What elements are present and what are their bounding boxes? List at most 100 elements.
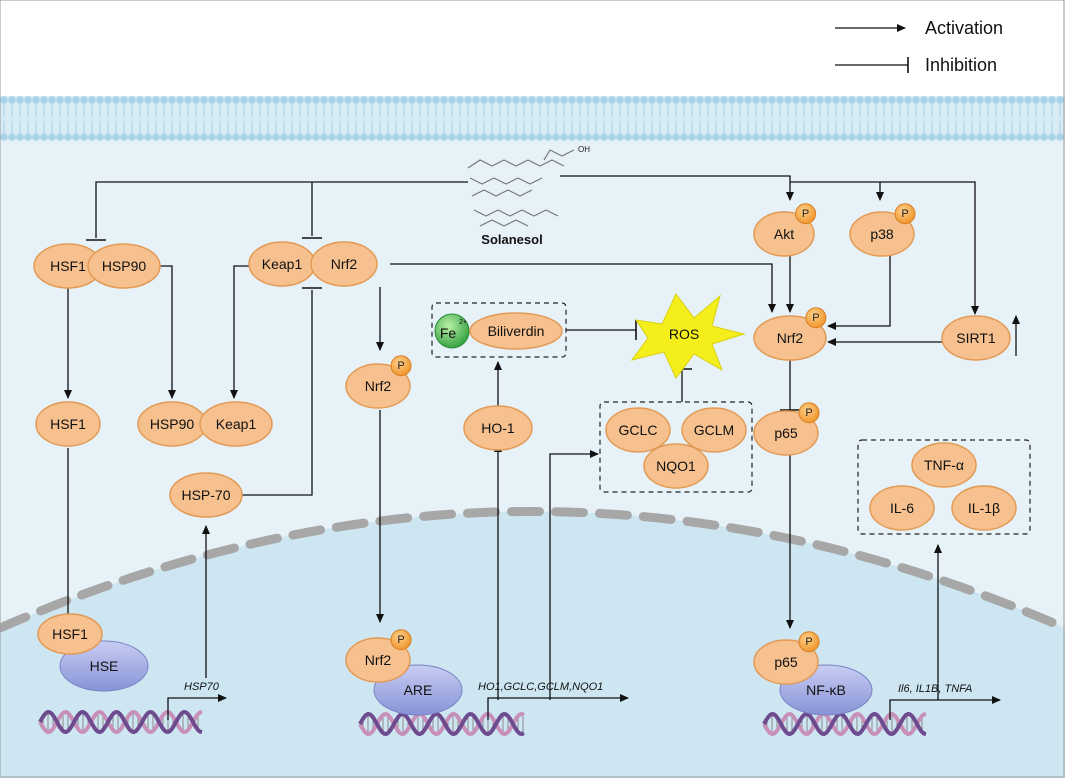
phosphate-badge	[390, 355, 412, 377]
il6-node-label: IL-6	[890, 500, 914, 516]
lipid-head	[568, 96, 576, 104]
lipid-head	[448, 96, 456, 104]
lipid-head	[704, 96, 712, 104]
lipid-head	[256, 133, 264, 141]
lipid-head	[496, 133, 504, 141]
lipid-head	[984, 96, 992, 104]
lipid-head	[1040, 133, 1048, 141]
lipid-head	[920, 96, 928, 104]
lipid-head	[744, 96, 752, 104]
lipid-head	[104, 133, 112, 141]
lipid-head	[8, 96, 16, 104]
lipid-head	[576, 133, 584, 141]
lipid-head	[880, 96, 888, 104]
lipid-head	[168, 133, 176, 141]
lipid-head	[1056, 96, 1064, 104]
ros-label: ROS	[669, 326, 699, 342]
hsp90-complex-keap1-shape	[199, 401, 273, 447]
lipid-head	[848, 96, 856, 104]
lipid-head	[1024, 96, 1032, 104]
lipid-head	[200, 133, 208, 141]
lipid-head	[1016, 96, 1024, 104]
lipid-head	[960, 96, 968, 104]
lipid-head	[336, 96, 344, 104]
il6-node: IL-6	[869, 485, 935, 531]
biliverdin-node-shape	[469, 312, 563, 350]
lipid-head	[600, 96, 608, 104]
il6-node-shape	[869, 485, 935, 531]
lipid-head	[632, 96, 640, 104]
lipid-head	[200, 96, 208, 104]
lipid-head	[56, 133, 64, 141]
lipid-head	[40, 133, 48, 141]
lipid-head	[256, 96, 264, 104]
lipid-head	[472, 96, 480, 104]
nfkb-label: NF-κB	[806, 682, 846, 698]
lipid-head	[816, 96, 824, 104]
gclc-node-label: GCLC	[619, 422, 658, 438]
dna-strand-b	[762, 711, 927, 737]
lipid-head	[128, 133, 136, 141]
dna-strand-b	[38, 709, 203, 735]
il1b-node-shape	[951, 485, 1017, 531]
lipid-head	[456, 96, 464, 104]
nrf2-phospho-node-shape	[345, 363, 411, 409]
lipid-head	[192, 96, 200, 104]
lipid-head	[208, 133, 216, 141]
lipid-head	[696, 96, 704, 104]
lipid-head	[616, 133, 624, 141]
lipid-head	[1032, 96, 1040, 104]
keap1-complex-keap1-label: Keap1	[262, 256, 303, 272]
lipid-head	[952, 133, 960, 141]
lipid-head	[248, 133, 256, 141]
lipid-head	[184, 96, 192, 104]
lipid-head	[376, 133, 384, 141]
hsp90-complex-keap1: Keap1	[199, 401, 273, 447]
lipid-head	[1032, 133, 1040, 141]
phosphate-badge	[390, 629, 412, 651]
lipid-head	[696, 133, 704, 141]
cytokines-box	[857, 439, 1031, 535]
phosphate-label: P	[805, 407, 812, 419]
lipid-head	[864, 96, 872, 104]
lipid-head	[776, 96, 784, 104]
lipid-head	[664, 133, 672, 141]
p65-nuclear-node-label: p65	[774, 654, 798, 670]
lipid-head	[536, 133, 544, 141]
lipid-head	[752, 133, 760, 141]
solanesol-label: Solanesol	[481, 232, 542, 247]
nqo1-node-shape	[643, 443, 709, 489]
lipid-head	[176, 96, 184, 104]
lipid-head	[96, 133, 104, 141]
lipid-head	[816, 133, 824, 141]
keap1-complex-nrf2: Nrf2	[310, 241, 378, 287]
nqo1-node-label: NQO1	[656, 458, 696, 474]
lipid-head	[280, 133, 288, 141]
lipid-head	[952, 96, 960, 104]
lipid-head	[904, 133, 912, 141]
lipid-head	[912, 96, 920, 104]
lipid-head	[240, 96, 248, 104]
dna-strands	[38, 709, 927, 737]
lipid-head	[144, 96, 152, 104]
lipid-head	[0, 133, 8, 141]
lipid-head	[632, 133, 640, 141]
lipid-head	[368, 133, 376, 141]
lipid-head	[856, 133, 864, 141]
gclm-node-label: GCLM	[694, 422, 734, 438]
lipid-head	[88, 133, 96, 141]
ho1-node-label: HO-1	[481, 420, 515, 436]
lipid-head	[872, 96, 880, 104]
lipid-head	[216, 133, 224, 141]
legend: Activation Inhibition	[835, 18, 1003, 75]
lipid-head	[896, 96, 904, 104]
lipid-head	[728, 96, 736, 104]
lipid-head	[144, 133, 152, 141]
lipid-head	[136, 96, 144, 104]
pathway-connectors	[64, 175, 1020, 700]
lipid-head	[552, 96, 560, 104]
hsf1-nuclear-node-shape	[37, 613, 103, 655]
